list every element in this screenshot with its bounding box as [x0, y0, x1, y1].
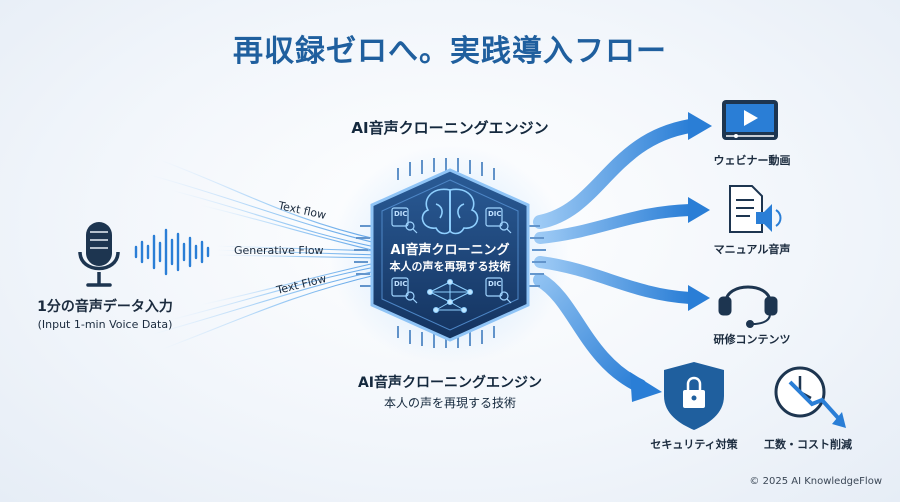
- dic-search-icons: [391, 207, 512, 304]
- headset-icon: [718, 285, 778, 328]
- document-speaker-icon: [729, 185, 782, 233]
- microphone-icon: [78, 222, 120, 287]
- video-player-icon: [722, 100, 778, 140]
- page-title: 再収録ゼロへ。実践導入フロー: [233, 34, 667, 69]
- output-label-webinar: ウェビナー動画: [713, 154, 791, 167]
- copyright: © 2025 AI KnowledgeFlow: [749, 476, 882, 487]
- input-label: 1分の音声データ入力: [37, 299, 173, 315]
- input-sublabel: (Input 1-min Voice Data): [37, 318, 173, 331]
- output-label-security: セキュリティ対策: [650, 438, 738, 451]
- shield-lock-icon: [664, 362, 724, 430]
- engine-bottom-label: AI音声クローニングエンジン: [357, 375, 543, 391]
- chip-subtitle: 本人の声を再現する技術: [389, 260, 511, 273]
- clock-down-arrow-icon: [774, 366, 846, 428]
- chip-title: AI音声クローニング: [390, 243, 510, 258]
- dic-label: DIC: [488, 210, 502, 218]
- sound-wave-icon: [134, 228, 210, 276]
- brain-icon: [421, 188, 479, 235]
- dic-label: DIC: [488, 280, 502, 288]
- engine-bottom-subtitle: 本人の声を再現する技術: [383, 396, 516, 410]
- chip-hexagon: [370, 168, 530, 342]
- output-label-training: 研修コンテンツ: [713, 333, 791, 346]
- output-label-manual: マニュアル音声: [713, 243, 791, 256]
- dic-label: DIC: [394, 210, 408, 218]
- neural-network-icon: [427, 279, 473, 313]
- dic-label: DIC: [394, 280, 408, 288]
- output-label-cost: 工数・コスト削減: [764, 438, 852, 451]
- flow-label-middle: Generative Flow: [234, 244, 324, 257]
- engine-top-label: AI音声クローニングエンジン: [351, 119, 549, 137]
